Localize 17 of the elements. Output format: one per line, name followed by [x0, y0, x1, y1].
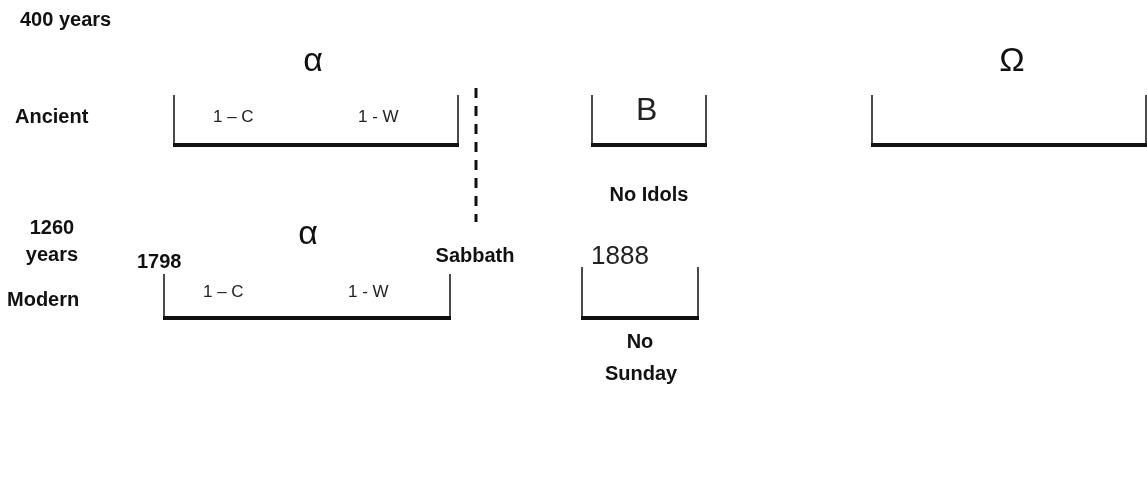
symbol-label: Ω — [998, 38, 1026, 80]
bracket-label: 1 – C — [203, 282, 244, 302]
note-label: No Idols — [608, 182, 690, 207]
bracket-label: B — [636, 91, 658, 128]
text-label: 1798 — [137, 250, 182, 273]
bracket-label: 1888 — [591, 240, 649, 271]
symbol-label: α — [302, 38, 324, 80]
text-label: 400 years — [20, 8, 112, 31]
text-label: 1260 years — [24, 215, 80, 267]
text-label: Modern — [7, 288, 80, 311]
text-label: Ancient — [15, 105, 89, 128]
symbol-label: α — [297, 211, 319, 253]
bracket-label: 1 - W — [358, 107, 399, 127]
bracket-label: 1 – C — [213, 107, 254, 127]
text-label: Sabbath — [434, 244, 516, 267]
bracket-label: 1 - W — [348, 282, 389, 302]
note-label: No Sunday — [605, 329, 675, 386]
